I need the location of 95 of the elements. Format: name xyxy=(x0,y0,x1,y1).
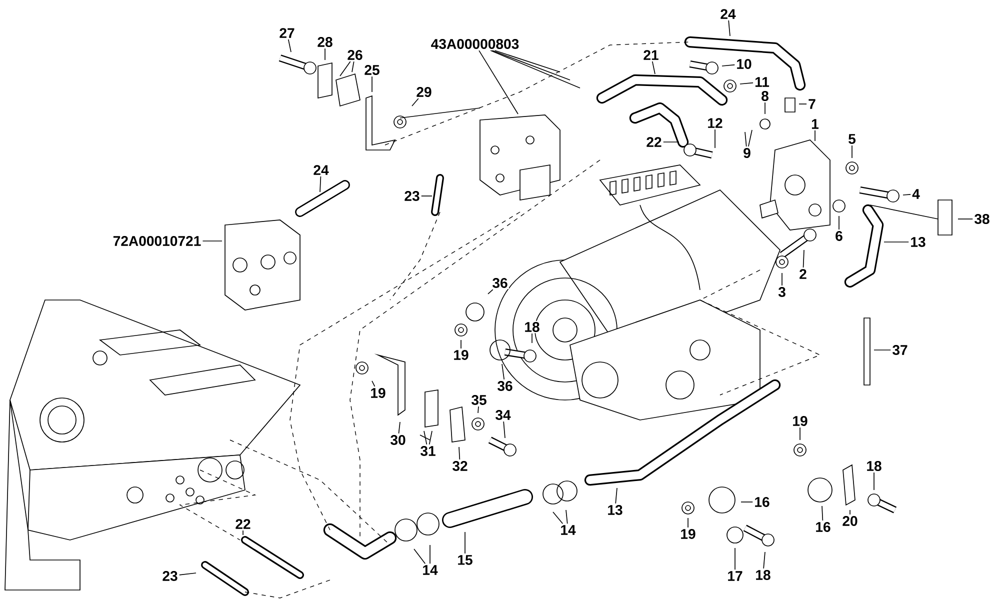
leader-line xyxy=(492,50,570,80)
callout-number: 26 xyxy=(346,48,364,62)
leader-line xyxy=(763,552,766,569)
leader-line xyxy=(412,98,419,106)
leader-line xyxy=(744,132,747,147)
callout-number: 18 xyxy=(865,460,883,472)
callout-number: 14 xyxy=(559,524,577,536)
callout-number: 17 xyxy=(726,570,744,582)
callout-number: 22 xyxy=(645,136,663,148)
leader-line xyxy=(320,176,322,192)
leader-line xyxy=(814,130,816,142)
leader-line xyxy=(502,364,505,380)
callout-number: 5 xyxy=(846,132,858,146)
leader-line xyxy=(566,510,568,524)
leader-line xyxy=(178,572,196,576)
callout-number: 9 xyxy=(742,146,752,160)
callout-number: 31 xyxy=(419,444,437,458)
callout-number: 13 xyxy=(606,504,624,516)
callout-number: 19 xyxy=(679,528,697,540)
callout-number: 16 xyxy=(753,496,771,508)
callout-number: 19 xyxy=(791,414,809,428)
leader-line xyxy=(503,421,506,438)
leader-line xyxy=(478,50,518,114)
callout-number: 12 xyxy=(706,116,724,130)
callout-number: 2 xyxy=(798,268,808,280)
callout-number: 38 xyxy=(973,212,991,226)
leader-line xyxy=(615,488,618,504)
callout-number: 72A00010721 xyxy=(112,234,202,248)
leader-line xyxy=(748,130,752,147)
callout-number: 25 xyxy=(363,64,381,76)
leader-line xyxy=(764,102,766,114)
callout-number: 28 xyxy=(316,36,334,48)
callout-number: 19 xyxy=(452,348,470,362)
callout-number: 6 xyxy=(834,230,844,242)
callout-number: 7 xyxy=(806,98,818,110)
leader-line xyxy=(722,64,736,66)
leader-line xyxy=(714,129,716,148)
callout-number: 1 xyxy=(810,118,820,130)
leader-line xyxy=(242,530,244,536)
leader-line xyxy=(958,218,974,220)
callout-number: 15 xyxy=(456,554,474,566)
leader-line xyxy=(652,61,656,74)
callout-number: 4 xyxy=(910,188,922,200)
leader-line xyxy=(494,50,560,72)
callout-number: 11 xyxy=(753,76,771,88)
leader-line xyxy=(424,430,428,445)
leader-line xyxy=(464,532,466,554)
callout-number: 23 xyxy=(403,190,421,202)
leader-line xyxy=(372,380,376,387)
leader-line xyxy=(478,406,479,414)
leader-line xyxy=(202,240,222,242)
callout-number: 37 xyxy=(891,344,909,356)
callout-number: 21 xyxy=(642,48,660,62)
leader-line xyxy=(488,289,494,294)
leader-line xyxy=(458,446,460,460)
leader-line xyxy=(414,548,426,564)
leader-line xyxy=(552,512,564,524)
callout-number: 13 xyxy=(909,236,927,248)
leader-line xyxy=(802,250,804,268)
leader-line xyxy=(352,61,354,72)
callout-number: 3 xyxy=(776,286,788,298)
leader-line xyxy=(460,340,462,349)
callout-number: 27 xyxy=(278,26,296,40)
leader-line xyxy=(288,39,292,52)
callout-number: 24 xyxy=(719,8,737,20)
leader-line xyxy=(428,430,432,445)
callout-number: 32 xyxy=(451,460,469,472)
callout-number: 10 xyxy=(735,58,753,70)
leader-line xyxy=(838,216,840,230)
callout-number: 18 xyxy=(754,568,772,582)
callout-number: 43A00000803 xyxy=(430,38,520,50)
callout-number: 18 xyxy=(523,320,541,334)
leader-line xyxy=(728,20,730,36)
callout-number: 36 xyxy=(496,380,514,392)
leader-line xyxy=(324,48,326,60)
callout-number: 30 xyxy=(389,434,407,446)
callout-number: 16 xyxy=(814,520,832,534)
callout-number: 19 xyxy=(369,386,387,400)
callout-number: 24 xyxy=(312,164,330,176)
callout-number: 23 xyxy=(161,570,179,582)
leader-line xyxy=(822,506,824,521)
callout-number: 29 xyxy=(415,86,433,98)
callout-number: 14 xyxy=(421,564,439,576)
leader-line xyxy=(740,82,754,84)
leader-line xyxy=(902,194,911,196)
leader-line xyxy=(734,548,736,570)
callout-number: 22 xyxy=(234,518,252,530)
callout-number: 34 xyxy=(494,408,512,422)
callout-number: 8 xyxy=(760,90,770,102)
leader-line xyxy=(340,61,351,76)
callout-number: 35 xyxy=(470,394,488,406)
leader-line xyxy=(398,422,400,434)
leader-line xyxy=(490,50,580,88)
callout-number: 20 xyxy=(841,514,859,528)
callout-number: 36 xyxy=(491,276,509,290)
